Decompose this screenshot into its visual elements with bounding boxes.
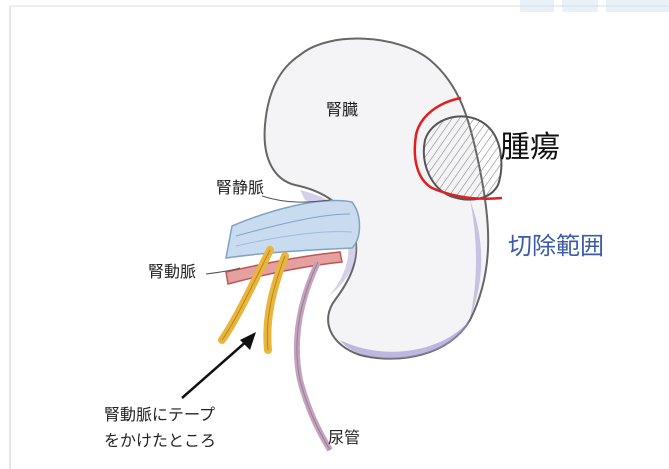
kidney-label: 腎臓 — [326, 96, 358, 120]
renal-vein — [226, 201, 360, 258]
tumor-label: 腫瘍 — [500, 122, 560, 166]
tape-arrow-head — [240, 332, 256, 350]
ureter-label: 尿管 — [328, 424, 360, 448]
ureter — [297, 262, 330, 450]
renal-artery-label: 腎動脈 — [148, 258, 196, 282]
tape-note-label: 腎動脈にテープ をかけたところ — [104, 402, 216, 454]
renal-vein-label: 腎静脈 — [216, 174, 264, 198]
resection-range-label: 切除範囲 — [508, 226, 604, 261]
tape-arrow-line — [182, 340, 248, 398]
tape-note-line1: 腎動脈にテープ — [104, 402, 216, 428]
tape-note-line2: をかけたところ — [104, 428, 216, 454]
